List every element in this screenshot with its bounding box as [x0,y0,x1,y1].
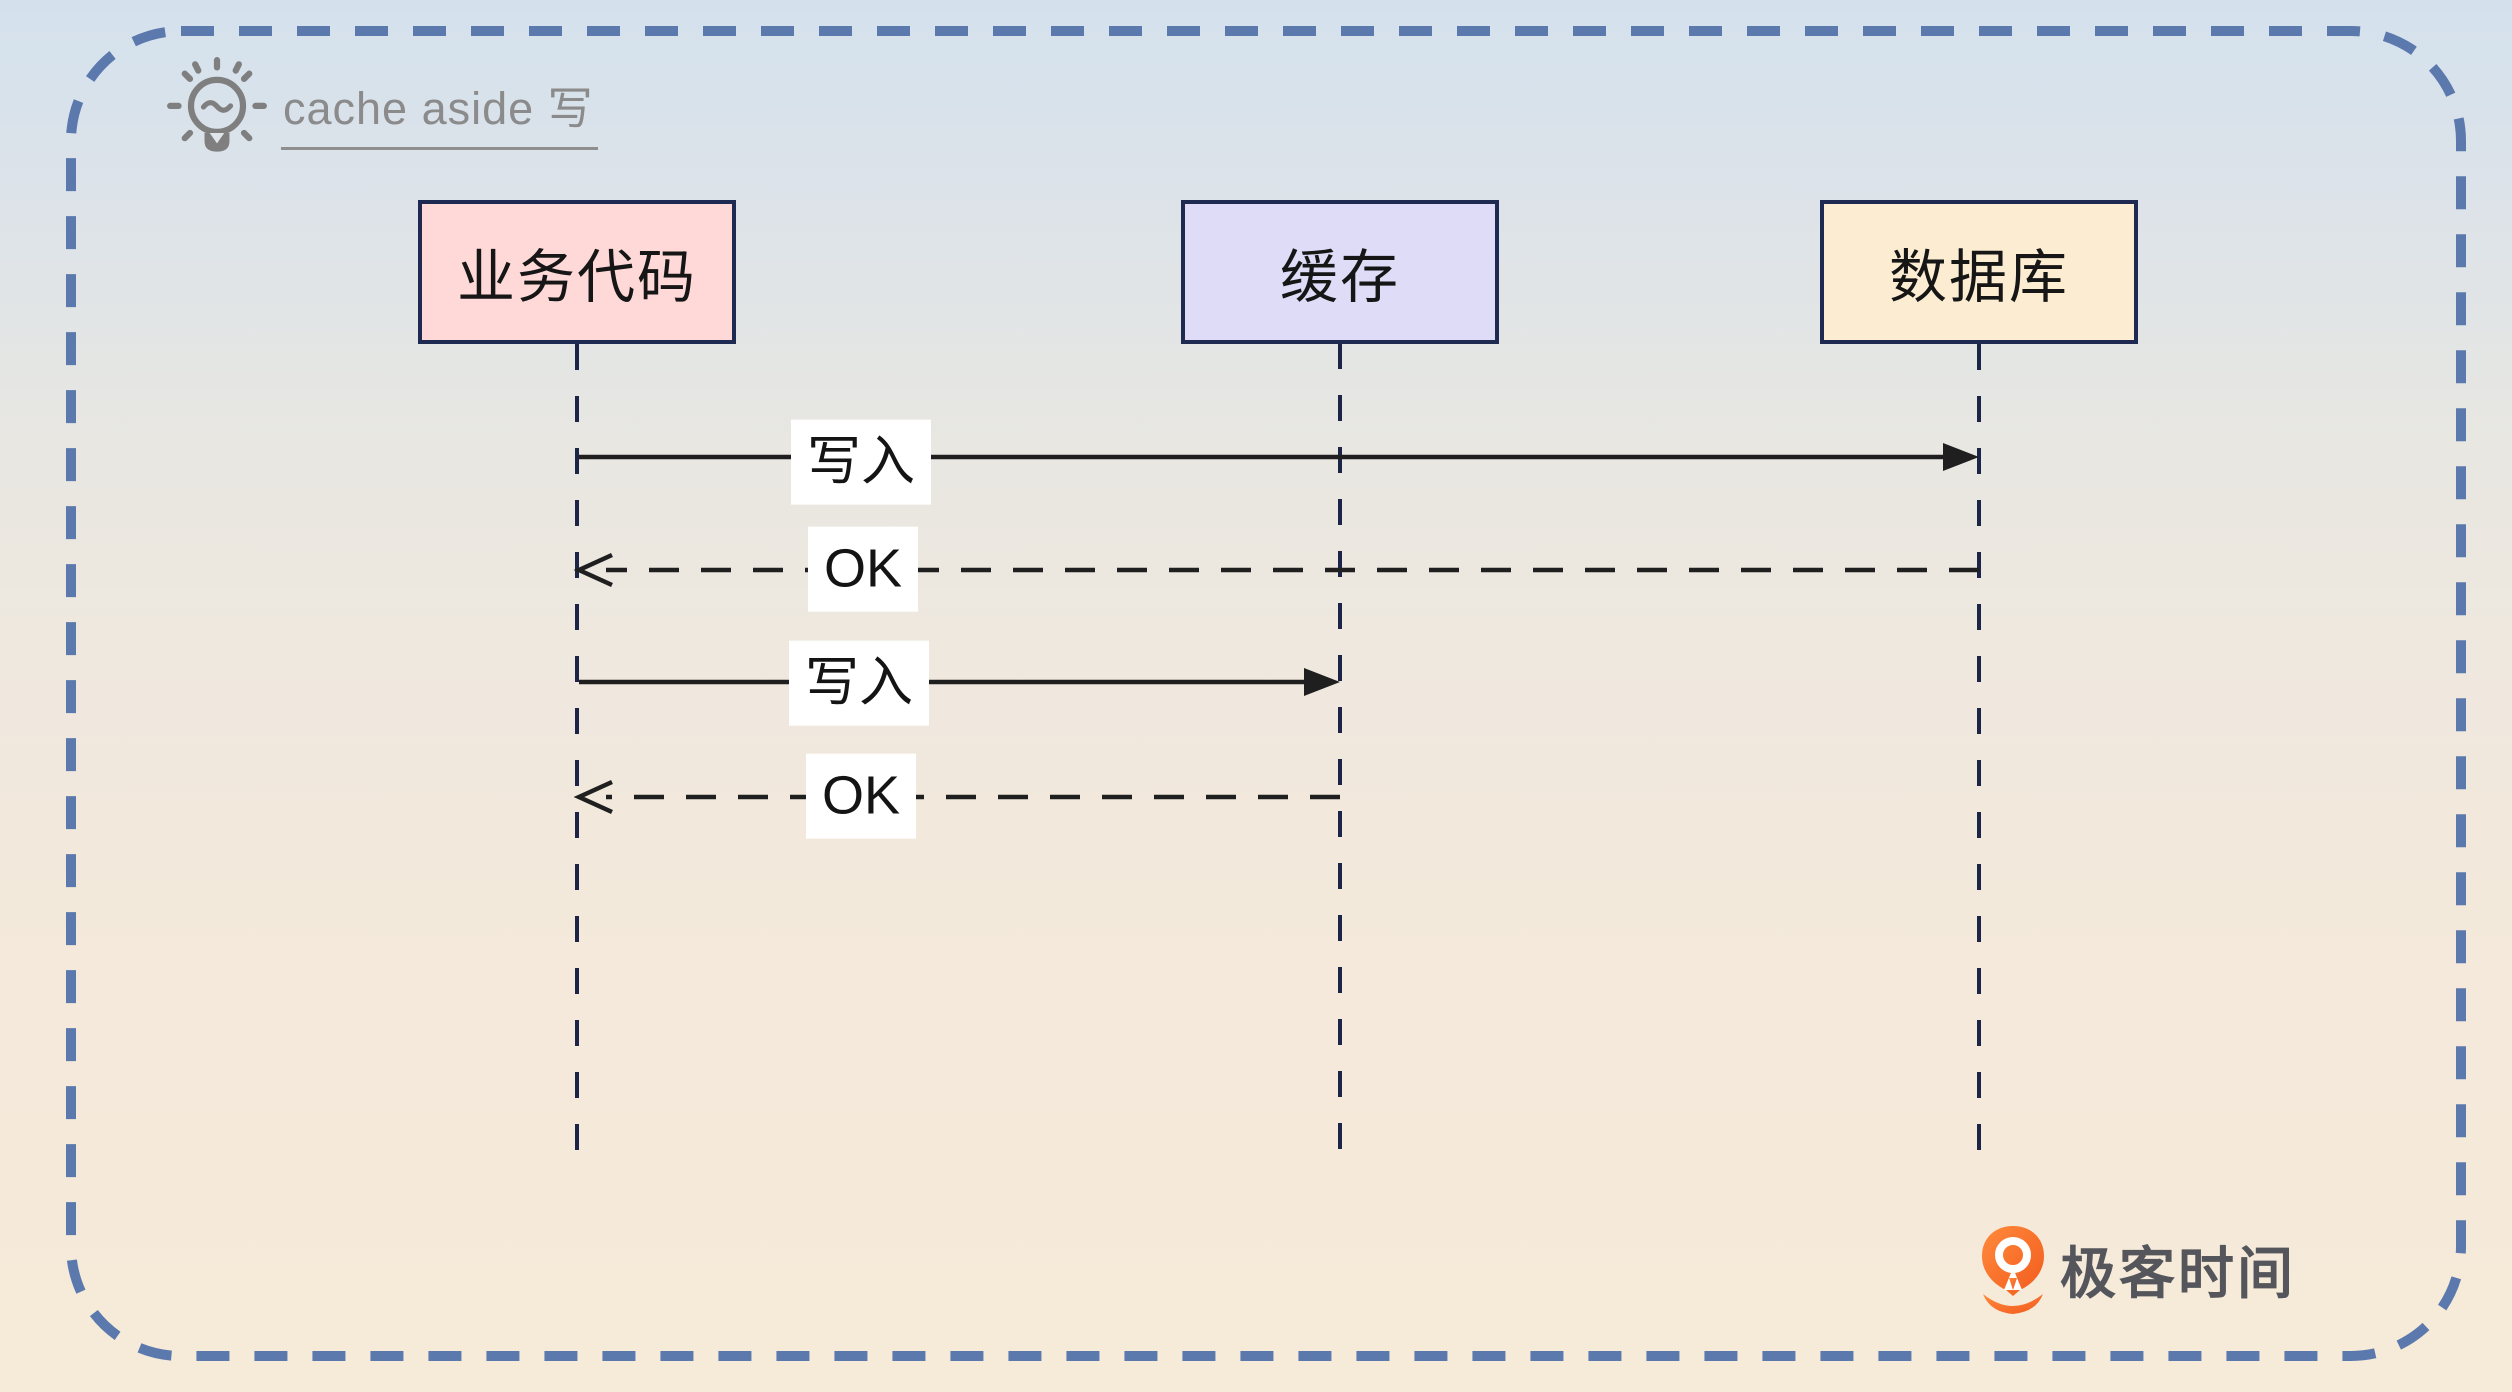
bulb-base-notch [209,132,225,144]
message-arrow-ok-db [573,552,1979,588]
message-arrow-write-db [579,443,1979,471]
logo-swoosh [1983,1294,2043,1314]
geektime-pin-icon [1982,1226,2044,1314]
geektime-logo: 极客时间 [1980,1226,2296,1318]
actor-label: 数据库 [1888,245,2069,310]
diagram-title: cache aside 写 [281,72,598,150]
arrowhead-right-icon [1304,668,1340,696]
lightbulb-icon [167,57,267,152]
actor-label: 业务代码 [456,245,697,310]
arrowhead-right-icon [1943,443,1979,471]
message-label-write-db: 写入 [791,419,931,505]
geektime-logo-text: 极客时间 [2060,1241,2296,1305]
actor-label: 缓存 [1279,245,1400,310]
message-arrow-write-cache [579,668,1340,696]
message-arrow-ok-cache [573,779,1340,815]
diagram-title-block: cache aside 写 [165,56,598,160]
message-label-ok-cache: OK [805,753,917,839]
actor-box-cache: 缓存 [1181,200,1499,344]
actor-box-database: 数据库 [1820,200,2138,344]
arrowhead-open-left-icon [573,552,613,588]
arrowhead-open-left-icon [573,779,613,815]
message-label-ok-db: OK [807,526,919,612]
dashed-frame-border [66,26,2466,1361]
message-label-write-cache: 写入 [789,640,929,726]
actor-box-business-code: 业务代码 [418,200,736,344]
